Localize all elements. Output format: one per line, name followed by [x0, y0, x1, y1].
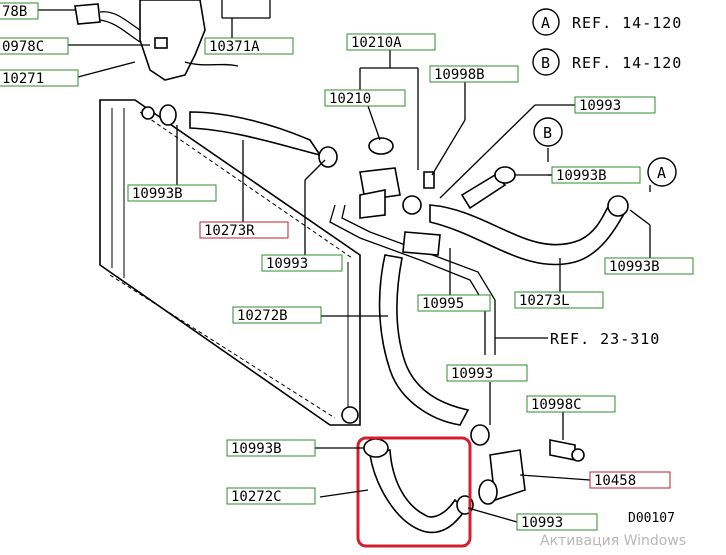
label-10273l: 10273L	[519, 293, 570, 309]
reservoir-tank	[74, 0, 239, 81]
label-0978c: 0978C	[2, 39, 44, 55]
label-10998c: 10998C	[531, 397, 582, 413]
ref-letter-b: B	[541, 54, 551, 72]
thermostat-group	[359, 137, 435, 219]
ref-note: REF. 23-310	[550, 330, 660, 348]
leader-lines	[38, 0, 651, 523]
label-10993b-right: 10993B	[556, 168, 607, 184]
upper-hose-10273r	[159, 104, 338, 168]
reference-legend: A REF. 14-120 B REF. 14-120	[532, 8, 682, 76]
hose-10272c	[363, 438, 474, 534]
label-10993b-left: 10993B	[132, 186, 183, 202]
label-10993-bottom: 10993	[521, 515, 563, 531]
label-10993b-far: 10993B	[609, 259, 660, 275]
ref-letter-a: A	[541, 14, 551, 32]
callout-a: A	[657, 164, 667, 182]
water-inlet-10458	[478, 439, 585, 505]
label-10993-low: 10993	[451, 366, 493, 382]
activation-watermark: Активация Windows	[540, 533, 687, 549]
label-10998b: 10998B	[434, 67, 485, 83]
label-10995: 10995	[422, 296, 464, 312]
ref-text-a: REF. 14-120	[572, 14, 682, 32]
label-10210a: 10210A	[351, 35, 402, 51]
label-10371a: 10371A	[209, 39, 260, 55]
label-10271: 10271	[2, 71, 44, 87]
radiator	[99, 99, 361, 426]
label-10458: 10458	[594, 473, 636, 489]
label-10272b: 10272B	[237, 308, 288, 324]
part-labels: 78B 0978C 10271 10371A 10210A 10210 1099…	[0, 2, 694, 531]
diagram-code: D00107	[628, 511, 675, 526]
label-10273r: 10273R	[204, 223, 255, 239]
label-78b: 78B	[2, 4, 27, 20]
label-10993b-bottom: 10993B	[231, 441, 282, 457]
hose-10273l	[429, 166, 629, 266]
callout-b: B	[543, 124, 553, 142]
ref-text-b: REF. 14-120	[572, 54, 682, 72]
label-10210: 10210	[329, 91, 371, 107]
label-10993-top: 10993	[579, 98, 621, 114]
hose-10272b	[378, 254, 490, 446]
label-10272c: 10272C	[231, 489, 282, 505]
label-10993-mid: 10993	[266, 256, 308, 272]
